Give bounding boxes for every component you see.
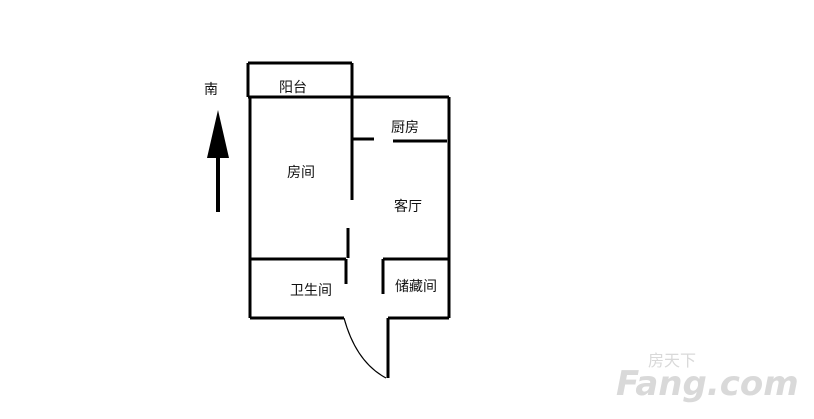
compass-label: 南 [204,82,218,98]
room-label-storage: 储藏间 [395,279,437,295]
room-label-kitchen: 厨房 [391,120,419,136]
watermark-logo: 房天下 Fang.com [616,351,799,404]
north-arrow-icon [207,110,229,212]
entry-door-swing [343,317,387,379]
room-label-bedroom: 房间 [287,165,315,181]
room-label-balcony: 阳台 [279,80,307,96]
room-label-bathroom: 卫生间 [290,283,332,299]
svg-text:Fang.com: Fang.com [616,364,799,404]
walls [246,61,451,378]
room-label-living-room: 客厅 [394,198,422,215]
svg-text:房天下: 房天下 [648,351,696,370]
